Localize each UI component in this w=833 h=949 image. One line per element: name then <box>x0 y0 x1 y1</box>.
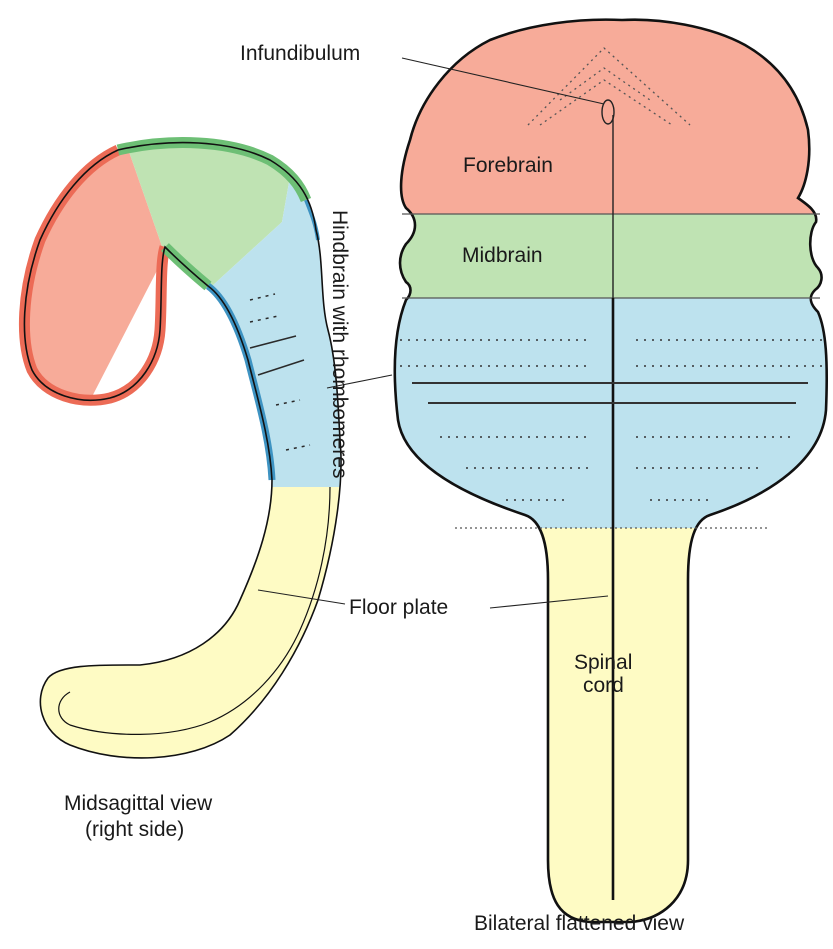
caption-bilateral: Bilateral flattened view <box>474 912 685 935</box>
label-midbrain: Midbrain <box>462 244 543 267</box>
caption-midsagittal-1: Midsagittal view <box>64 792 213 815</box>
label-infundibulum: Infundibulum <box>240 42 360 65</box>
bilateral-view <box>380 0 833 944</box>
sag-spinal-region <box>0 487 420 800</box>
label-forebrain: Forebrain <box>463 154 553 177</box>
flat-spinal-region <box>380 528 833 944</box>
flat-midbrain-region <box>380 214 833 298</box>
caption-midsagittal-2: (right side) <box>85 818 184 841</box>
flat-hindbrain-region <box>380 298 833 528</box>
label-hindbrain: Hindbrain with rhombomeres <box>328 210 351 478</box>
flat-forebrain-region <box>380 0 833 214</box>
label-spinal-cord-1: Spinal <box>574 651 632 674</box>
label-floor-plate: Floor plate <box>349 596 448 619</box>
label-spinal-cord-2: cord <box>583 674 624 697</box>
